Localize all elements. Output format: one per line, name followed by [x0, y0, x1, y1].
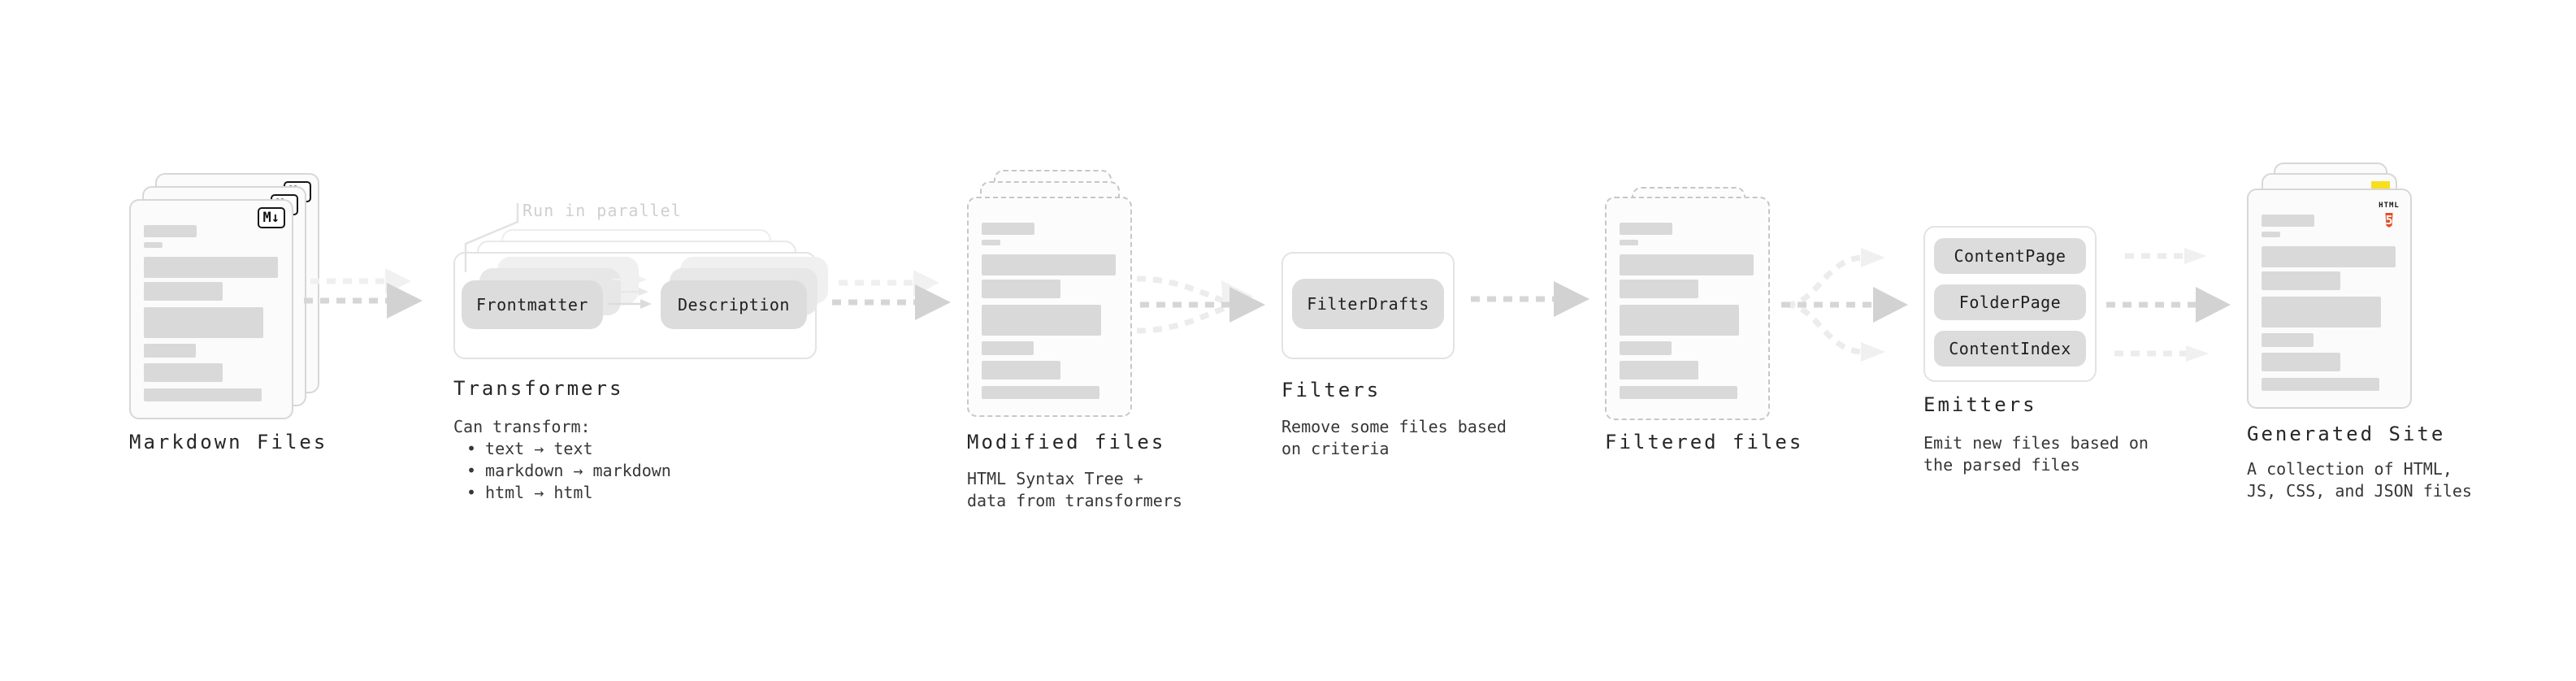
emitter-pill-contentindex: ContentIndex: [1934, 331, 2086, 367]
skeleton-bar: [144, 282, 223, 301]
html5-badge-shield: 5: [2385, 213, 2393, 228]
skeleton-bar: [1620, 361, 1698, 380]
description-line: Emit new files based on: [1923, 433, 2149, 453]
transform-list-item: markdown → markdown: [466, 460, 671, 482]
transformers-heading: Transformers: [453, 377, 624, 400]
filtered-file-card-front: [1605, 197, 1770, 420]
skeleton-bar: [2262, 333, 2314, 347]
file-content-skeleton: [2249, 190, 2410, 391]
markdown-icon: M↓: [257, 207, 285, 228]
skeleton-bar: [144, 363, 223, 382]
skeleton-bar: [982, 280, 1060, 298]
transform-list-item: html → html: [466, 482, 671, 504]
emitter-pill-folderpage: FolderPage: [1934, 284, 2086, 320]
skeleton-bar: [982, 254, 1116, 275]
annotation-leader-line: [464, 203, 519, 272]
transform-list: text → text markdown → markdown html → h…: [453, 438, 671, 504]
run-in-parallel-annotation: Run in parallel: [523, 201, 682, 220]
pill-label: FilterDrafts: [1307, 294, 1429, 314]
skeleton-bar: [1620, 280, 1698, 298]
description-line: HTML Syntax Tree +: [967, 469, 1143, 488]
skeleton-bar: [2262, 353, 2340, 371]
skeleton-bar: [2262, 271, 2340, 290]
emitters-description: Emit new files based on the parsed files: [1923, 432, 2149, 476]
pill-label: Frontmatter: [476, 295, 588, 314]
skeleton-bar: [144, 344, 196, 358]
triple-arrow-icon: [2106, 248, 2231, 362]
description-line: on criteria: [1281, 439, 1390, 458]
skeleton-bar: [2262, 232, 2280, 237]
skeleton-bar: [1620, 223, 1672, 235]
filters-heading: Filters: [1281, 379, 1381, 401]
skeleton-bar: [982, 386, 1099, 399]
skeleton-bar: [982, 341, 1034, 355]
description-line: A collection of HTML,: [2247, 459, 2452, 479]
parallel-arrows-icon: [608, 275, 652, 309]
skeleton-bar: [144, 307, 263, 338]
dashed-arrow-icon: [832, 270, 951, 320]
markdown-files-label: Markdown Files: [129, 431, 328, 453]
pill-label: ContentPage: [1954, 246, 2066, 266]
description-line: JS, CSS, and JSON files: [2247, 481, 2472, 501]
skeleton-bar: [144, 225, 197, 237]
skeleton-bar: [2262, 378, 2379, 391]
emitter-pill-contentpage: ContentPage: [1934, 238, 2086, 274]
dashed-arrow-icon: [1471, 281, 1589, 317]
markdown-file-card-front: M↓: [129, 199, 293, 419]
pill-label: Description: [678, 295, 790, 314]
file-content-skeleton: [131, 201, 292, 401]
modified-file-card-front: [967, 197, 1132, 417]
description-line: Remove some files based: [1281, 417, 1507, 436]
filters-description: Remove some files based on criteria: [1281, 416, 1507, 460]
transformers-description: Can transform: text → text markdown → ma…: [453, 416, 671, 504]
modified-files-label: Modified files: [967, 431, 1166, 453]
converging-arrow-icon: [1136, 275, 1265, 334]
generated-site-description: A collection of HTML, JS, CSS, and JSON …: [2247, 458, 2472, 502]
skeleton-bar: [982, 240, 1000, 245]
dashed-arrow-icon: [304, 268, 423, 319]
skeleton-bar: [144, 257, 278, 278]
html5-badge-word: HTML: [2379, 202, 2400, 210]
skeleton-bar: [982, 361, 1060, 380]
skeleton-bar: [1620, 386, 1737, 399]
diverging-arrow-icon: [1781, 248, 1908, 362]
skeleton-bar: [2262, 297, 2381, 327]
transformer-pill-description: Description: [661, 280, 807, 329]
html-file-card: HTML 5: [2247, 189, 2412, 409]
emitters-heading: Emitters: [1923, 393, 2037, 416]
transformer-pill-frontmatter: Frontmatter: [462, 280, 603, 329]
generated-site-label: Generated Site: [2247, 423, 2446, 445]
description-line: the parsed files: [1923, 455, 2080, 475]
transform-list-item: text → text: [466, 438, 671, 460]
filtered-files-label: Filtered files: [1605, 431, 1804, 453]
file-content-skeleton: [969, 198, 1130, 399]
skeleton-bar: [982, 305, 1101, 336]
skeleton-bar: [1620, 341, 1672, 355]
pill-label: ContentIndex: [1949, 339, 2071, 358]
skeleton-bar: [2262, 215, 2314, 227]
filter-pill-filterdrafts: FilterDrafts: [1292, 279, 1444, 329]
skeleton-bar: [144, 242, 163, 248]
skeleton-bar: [144, 388, 262, 401]
pill-label: FolderPage: [1958, 293, 2062, 312]
html5-icon: HTML 5: [2377, 195, 2401, 230]
skeleton-bar: [2262, 246, 2396, 267]
can-transform-title: Can transform:: [453, 417, 591, 436]
skeleton-bar: [982, 223, 1034, 235]
skeleton-bar: [1620, 254, 1754, 275]
skeleton-bar: [1620, 305, 1739, 336]
modified-files-description: HTML Syntax Tree + data from transformer…: [967, 468, 1182, 512]
skeleton-bar: [1620, 240, 1638, 245]
description-line: data from transformers: [967, 491, 1182, 510]
file-content-skeleton: [1607, 198, 1768, 399]
